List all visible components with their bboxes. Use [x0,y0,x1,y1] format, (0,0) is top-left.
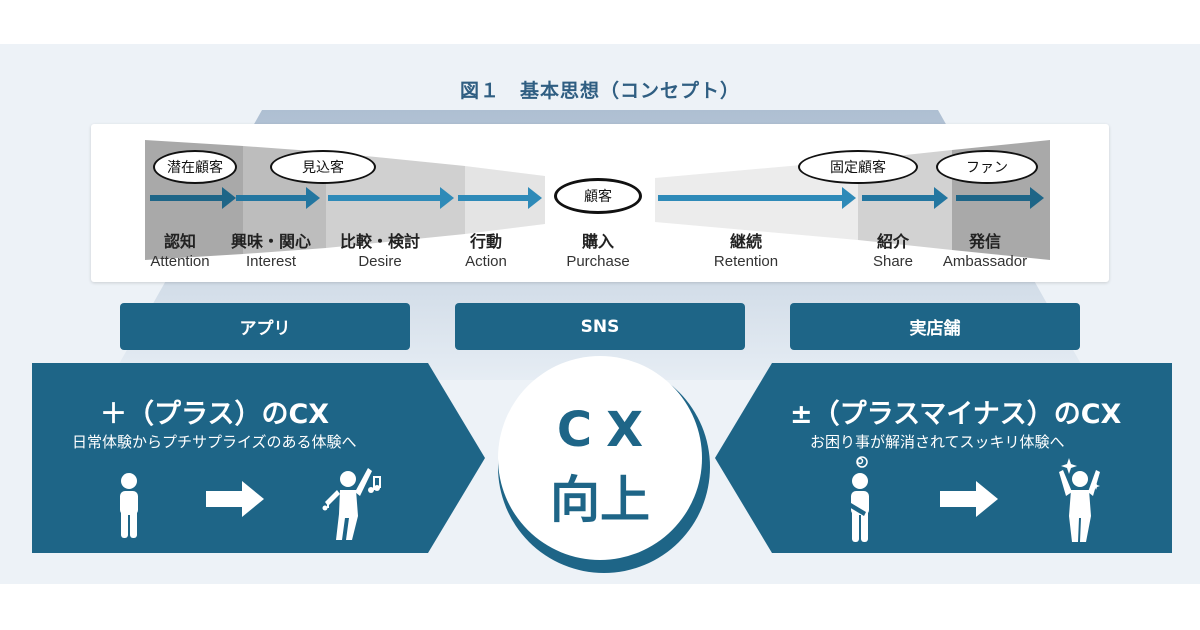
stage-jp-3: 比較・検討 [339,232,421,251]
stage-en-7: Share [872,253,914,270]
stage-en-6: Retention [713,253,779,270]
oval-customer: 顧客 [554,178,642,214]
tangle-icon [856,456,868,468]
stage-jp-1: 認知 [163,232,197,251]
stage-en-3: Desire [358,253,402,270]
sparkle-icon [1061,458,1100,490]
stage-jp-8: 発信 [968,232,1002,251]
stage-arrows [150,187,1044,209]
stage-en-2: Interest [245,253,297,270]
cx-label: CX [556,402,658,458]
oval-fan: ファン [936,150,1038,184]
stage-en-5: Purchase [566,253,630,270]
channel-store: 実店舗 [790,303,1080,350]
right-panel-heading: ±（プラスマイナス）のCX [790,399,1122,430]
music-note-icon [322,476,381,511]
arrow-8 [956,187,1044,209]
stage-en-8: Ambassador [942,253,1028,270]
figure-title: 図１ 基本思想（コンセプト） [459,80,740,102]
right-arrow-icon-right [940,481,998,517]
stage-en-4: Action [465,253,507,270]
stage-en-1: Attention [150,253,210,270]
right-arrow-panel [715,363,1172,553]
oval-loyal-customer: 固定顧客 [798,150,918,184]
arrow-3 [328,187,454,209]
person-standing-icon [120,473,138,538]
stage-jp-5: 購入 [581,232,615,251]
oval-potential-customer: 潜在顧客 [153,150,237,184]
cx-improvement-label: 向上 [550,471,650,529]
left-panel-subtext: 日常体験からプチサプライズのある体験へ [72,433,357,451]
stage-jp-2: 興味・関心 [230,232,312,251]
channel-app: アプリ [120,303,410,350]
stage-jp-6: 継続 [729,232,763,251]
arrow-2 [236,187,320,209]
channel-sns: SNS [455,303,745,350]
cx-circle [498,356,702,560]
stage-jp-4: 行動 [469,232,503,251]
person-cheering-icon [1059,470,1100,542]
arrow-7 [862,187,948,209]
left-panel-heading: ＋（プラス）のCX [100,399,330,430]
stage-jp-7: 紹介 [876,232,910,251]
person-worried-icon [844,473,869,542]
person-dancing-icon [325,468,372,540]
left-arrow-panel [32,363,485,553]
oval-prospect: 見込客 [270,150,376,184]
right-panel-subtext: お困り事が解消されてスッキリ体験へ [810,433,1065,451]
arrow-1 [150,187,236,209]
right-arrow-icon-left [206,481,264,517]
arrow-4 [458,187,542,209]
arrow-6 [658,187,856,209]
